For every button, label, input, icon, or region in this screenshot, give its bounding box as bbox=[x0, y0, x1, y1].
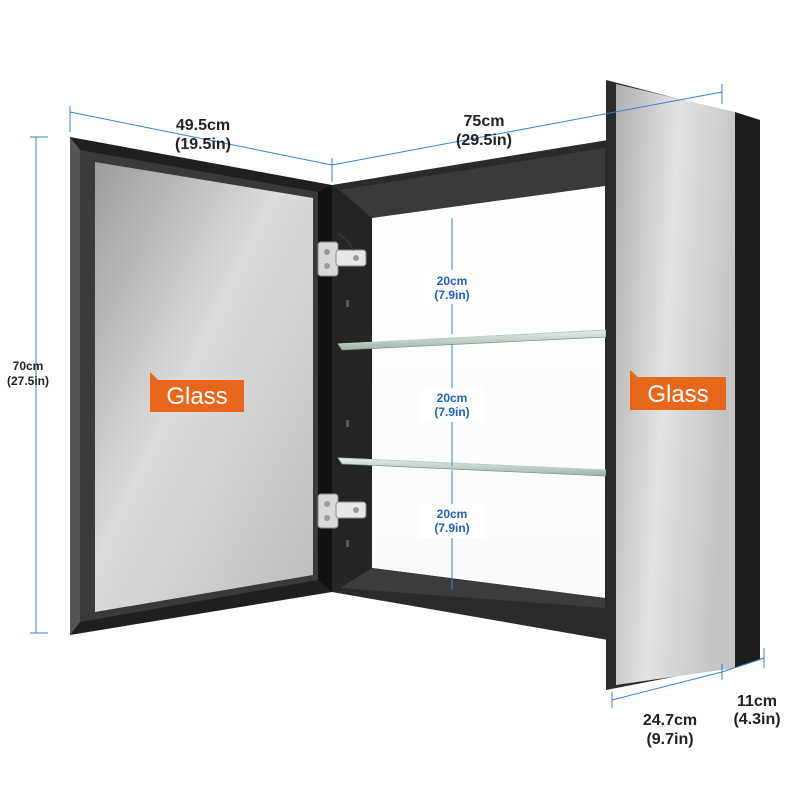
hinge-icon bbox=[317, 233, 367, 277]
glass-tag-right: Glass bbox=[630, 370, 726, 410]
shelf-pin-holes bbox=[346, 300, 349, 547]
left-door-edge bbox=[318, 185, 332, 592]
door-width-line bbox=[69, 111, 333, 166]
left-door-side bbox=[70, 137, 80, 635]
glass-tag-left-label: Glass bbox=[166, 383, 227, 410]
cabinet-bottom-lip bbox=[340, 568, 605, 608]
cabinet-top-lip bbox=[340, 148, 605, 218]
cabinet-width-metric: 75cm bbox=[464, 113, 505, 130]
side-width-imperial: (9.7in) bbox=[646, 731, 693, 748]
shelf-gap-3-metric: 20cm bbox=[437, 507, 468, 521]
cabinet-interior bbox=[372, 186, 605, 598]
dimension-labels: 49.5cm (19.5in) 75cm (29.5in) 70cm (27.5… bbox=[7, 113, 781, 748]
shelf-gap-3-imperial: (7.9in) bbox=[434, 521, 469, 535]
glass-tag-left: Glass bbox=[150, 372, 244, 412]
shelf-spacing-labels: 20cm (7.9in) 20cm (7.9in) 20cm (7.9in) bbox=[420, 270, 484, 538]
right-door-edge bbox=[735, 112, 760, 668]
left-door bbox=[70, 137, 332, 635]
depth-imperial: (4.3in) bbox=[733, 711, 780, 728]
cabinet-width-imperial: (29.5in) bbox=[456, 132, 512, 149]
glass-tag-right-label: Glass bbox=[647, 381, 708, 408]
shelf-gap-2-metric: 20cm bbox=[437, 391, 468, 405]
hinge-icon bbox=[317, 493, 367, 529]
door-width-metric: 49.5cm bbox=[176, 117, 230, 134]
depth-line bbox=[721, 657, 765, 673]
height-imperial: (27.5in) bbox=[7, 374, 49, 388]
shelf-gap-1-imperial: (7.9in) bbox=[434, 288, 469, 302]
height-metric: 70cm bbox=[13, 359, 44, 373]
shelf-gap-1-metric: 20cm bbox=[437, 274, 468, 288]
side-width-metric: 24.7cm bbox=[643, 712, 697, 729]
door-width-imperial: (19.5in) bbox=[175, 136, 231, 153]
cabinet-hinge-wall bbox=[332, 185, 372, 592]
depth-metric: 11cm bbox=[737, 693, 777, 710]
cabinet-width-line bbox=[331, 91, 723, 166]
side-width-line bbox=[611, 671, 723, 701]
shelf-gap-2-imperial: (7.9in) bbox=[434, 405, 469, 419]
